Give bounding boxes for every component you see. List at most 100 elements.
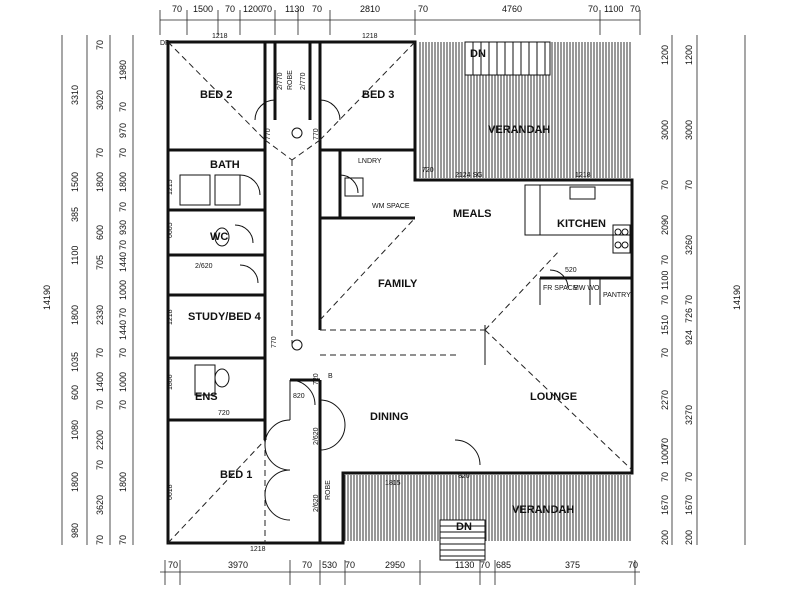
ensuite-toilet [214,368,230,388]
toilet [214,227,230,247]
outer-walls [166,40,634,545]
right-inner-dim: 2090 [660,215,670,235]
door-size: 770 [313,128,320,140]
right-mid-dim: 924 [684,330,694,345]
top-dim: 1200 [243,4,263,14]
right-inner-dim: 70 [660,180,670,190]
left-inner-dim: 970 [118,123,128,138]
left-inner-dim: 1800 [118,472,128,492]
left-mid-dim: 70 [95,400,105,410]
left-outer-dim: 980 [70,523,80,538]
left-mid-dim: 1400 [95,372,105,392]
top-dim: 70 [630,4,640,14]
top-dim: 70 [418,4,428,14]
left-mid-dim: 2330 [95,305,105,325]
right-mid-dim: 70 [684,180,694,190]
door-size: 820 [293,393,305,400]
room-bed1: BED 1 [220,469,252,481]
right-inner-dim: 1100 [660,271,670,290]
right-mid-dim: 726 [684,308,694,323]
door-size: 520 [565,267,577,274]
window-size: 1815 [385,480,401,487]
interior-walls [168,42,633,543]
bottom-dim: 70 [628,560,638,570]
left-mid-dim: 70 [95,40,105,50]
left-mid-dim: 705 [95,255,105,270]
left-outer-dim: 1035 [70,352,80,372]
door-swings [234,99,569,521]
shower [214,174,241,206]
right-inner-dim: 2270 [660,390,670,410]
right-inner-dim: 70 [660,348,670,358]
left-outer-dim: 385 [70,207,80,222]
room-laundry: LNDRY [358,158,382,165]
bottom-dim: 70 [302,560,312,570]
window-size: 1215 [167,179,174,195]
overall-left-dim: 14190 [42,285,52,310]
left-inner-dim: 1440 [118,252,128,272]
left-inner-dim: 70 [118,535,128,545]
left-mid-dim: 600 [95,225,105,240]
top-dim: 70 [588,4,598,14]
left-mid-dim: 2200 [95,430,105,450]
left-inner-dim: 930 [118,220,128,235]
right-inner-dim: 3000 [660,120,670,140]
window-size: 1218 [362,33,378,40]
right-inner-dim: 200 [660,530,670,545]
left-outer-dim: 1500 [70,172,80,192]
right-inner-dim: 1670 [660,495,670,515]
ceiling-lines [167,41,633,544]
top-dim: 2810 [360,4,380,14]
room-labels: BED 2 BED 3 BATH WC STUDY/BED 4 ENS BED … [188,89,606,516]
left-outer-dim: 3310 [70,85,80,105]
pantry-label: PANTRY [603,292,631,299]
right-mid-dim: 1670 [684,495,694,515]
downpipe: DP [160,40,170,47]
right-inner-dim: 70 [660,438,670,448]
bottom-dimensions: 70 3970 70 530 70 2950 1130 70 685 375 7… [160,560,640,585]
robe-label: ROBE [325,480,332,500]
right-mid-dim: 3000 [684,120,694,140]
window-size: 1866 [167,374,174,390]
bottom-dim: 685 [496,560,511,570]
left-mid-dim: 70 [95,148,105,158]
top-dim: 70 [262,4,272,14]
room-study: STUDY/BED 4 [188,311,262,323]
window-size: 0605 [167,222,174,238]
left-inner-dim: 1000 [118,280,128,300]
fridge-space: FR SPACE [543,285,578,292]
robe-door-size: 2/770 [277,72,284,90]
left-outer-dim: 1800 [70,472,80,492]
bottom-dim: 70 [480,560,490,570]
stair-outline [439,519,486,561]
left-inner-dim: 70 [118,308,128,318]
room-kitchen: KITCHEN [557,218,606,230]
bottom-dim: 70 [168,560,178,570]
left-outer-dim: 1100 [70,246,80,265]
door-size: 720 [218,410,230,417]
top-dim: 1130 [285,4,304,14]
verandah-bottom-deck [344,475,631,541]
left-inner-dim: 1800 [118,172,128,192]
right-mid-dim: 70 [684,472,694,482]
stairs-bottom [439,519,486,561]
robe-door-size: 2/620 [313,494,320,512]
laundry-tub [344,177,364,197]
bottom-dim: 375 [565,560,580,570]
robe-door-size: 2/620 [195,263,213,270]
beam-marker: B [328,373,333,380]
right-inner-dim: 70 [660,295,670,305]
washing-machine-space: WM SPACE [372,203,410,210]
left-mid-dim: 3620 [95,495,105,515]
kitchen-sink [569,186,596,200]
door-size: 720 [313,373,320,385]
top-dim: 4760 [502,4,522,14]
door-size: 770 [265,128,272,140]
hall-light [291,339,303,351]
room-family: FAMILY [378,278,418,290]
right-mid-dim: 3270 [684,405,694,425]
stairs-down-top: DN [470,48,486,60]
left-inner-dim: 70 [118,102,128,112]
room-meals: MEALS [453,208,492,220]
right-inner-dim: 70 [660,472,670,482]
